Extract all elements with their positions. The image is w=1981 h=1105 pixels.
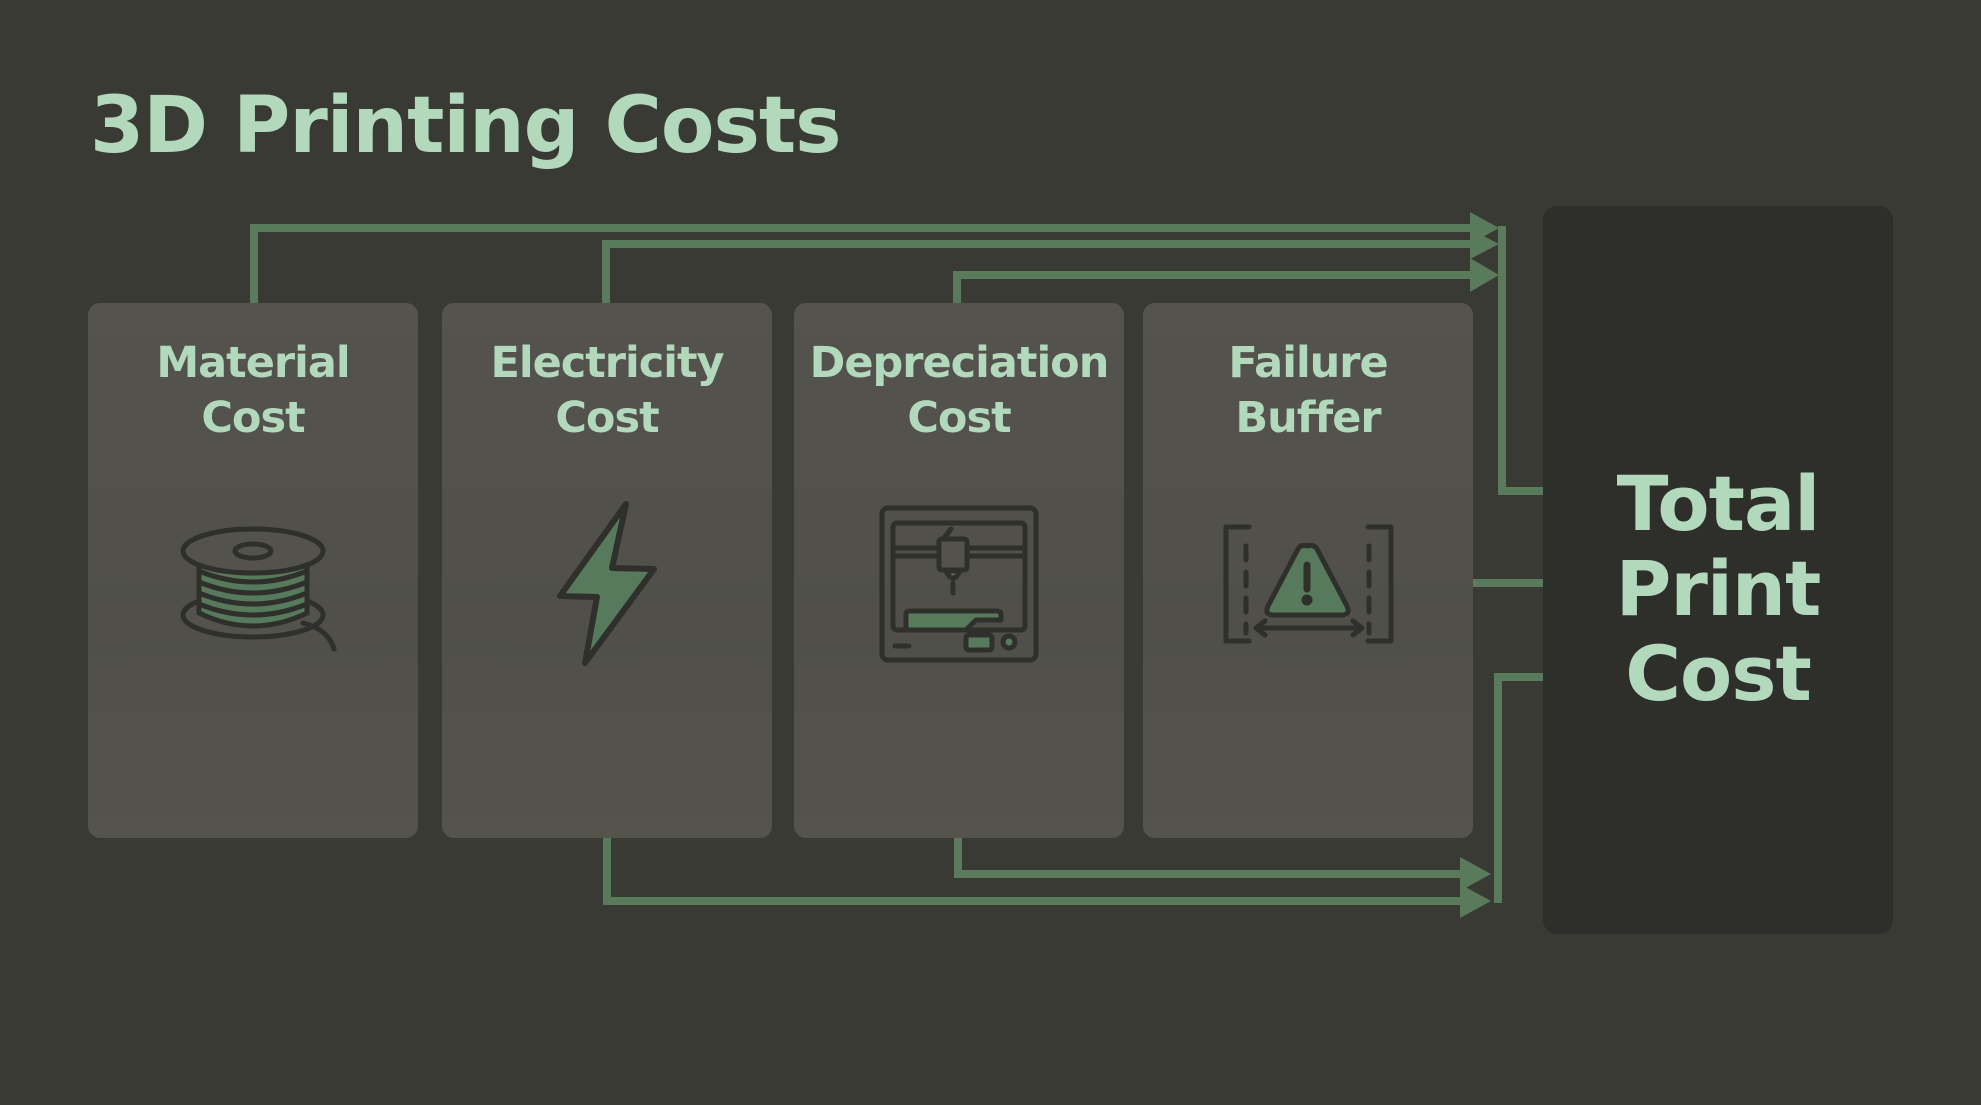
card-title-line1: Electricity [490,338,724,388]
card-title-line2: Cost [201,393,305,443]
card-failure-buffer: Failure Buffer [1143,303,1473,838]
lightning-bolt-icon [557,501,657,666]
card-title: Depreciation Cost [794,336,1124,446]
3d-printer-icon [879,505,1039,663]
card-title-line1: Material [156,338,350,388]
card-title: Electricity Cost [442,336,772,446]
connector-electricity-bottom [603,838,1462,905]
connector-depreciation-bottom [954,838,1462,878]
card-title-line1: Depreciation [809,338,1110,388]
card-title: Failure Buffer [1143,336,1473,446]
card-title-line2: Buffer [1235,393,1381,443]
total-title-line1: Total [1616,459,1821,548]
card-electricity-cost: Electricity Cost [442,303,772,838]
connector-material [250,224,1470,303]
diagram-title: 3D Printing Costs [90,81,842,171]
card-title-line2: Cost [907,393,1011,443]
total-title-line3: Cost [1625,629,1812,718]
total-title-line2: Print [1615,544,1822,633]
filament-spool-icon [180,526,337,652]
connector-depreciation-top [953,271,1470,303]
card-title: Material Cost [88,336,418,446]
card-material-cost: Material Cost [88,303,418,838]
connector-electricity-top [602,240,1470,303]
total-title: Total Print Cost [1543,461,1893,716]
card-title-line1: Failure [1228,338,1388,388]
total-print-cost-box: Total Print Cost [1543,206,1893,934]
warning-buffer-icon [1223,524,1394,644]
card-title-line2: Cost [555,393,659,443]
card-depreciation-cost: Depreciation Cost [794,303,1124,838]
